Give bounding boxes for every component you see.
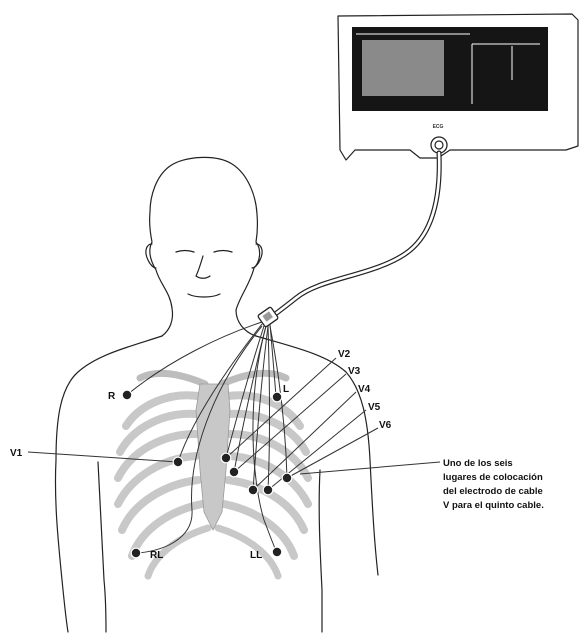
label-R: R (108, 391, 116, 402)
label-V3: V3 (348, 366, 361, 377)
label-V4: V4 (358, 384, 371, 395)
label-LL: LL (250, 550, 262, 561)
electrode-R (122, 390, 132, 400)
electrode-L (272, 392, 282, 402)
electrode-V1 (173, 457, 183, 467)
note-line-1: Uno de los seis (443, 458, 513, 469)
note-line-4: V para el quinto cable. (443, 500, 544, 511)
note-line-3: del electrodo de cable (443, 486, 543, 497)
electrode-V6 (282, 473, 292, 483)
electrode-V5 (263, 485, 273, 495)
trunk-cable (270, 153, 439, 318)
electrode-V2 (221, 453, 231, 463)
patient-head (150, 157, 260, 310)
monitor-brand-label: ECG (433, 124, 444, 130)
label-V1: V1 (10, 448, 23, 459)
note-line-2: lugares de colocación (443, 472, 543, 483)
label-V6: V6 (379, 420, 392, 431)
ecg-monitor: ECG (338, 14, 578, 160)
label-V5: V5 (368, 402, 381, 413)
electrode-V3 (229, 467, 239, 477)
monitor-screen-panel (362, 40, 444, 96)
wire-L (270, 324, 276, 396)
lead-junction-block (257, 307, 278, 328)
label-L: L (283, 384, 289, 395)
label-V2: V2 (338, 349, 351, 360)
rib-cage (118, 373, 308, 576)
placement-note: Uno de los seis lugares de colocación de… (443, 458, 544, 511)
electrode-V4 (248, 485, 258, 495)
electrode-RL (131, 548, 141, 558)
label-RL: RL (150, 550, 163, 561)
electrode-LL (272, 547, 282, 557)
